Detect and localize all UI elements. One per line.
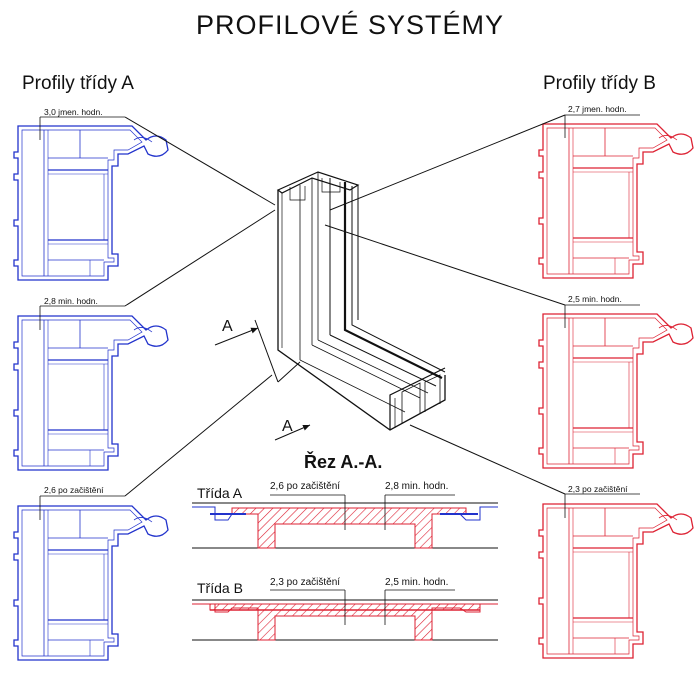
profile-class-a-1	[13, 125, 169, 281]
dimension-ticks	[39, 114, 640, 520]
cut-label-lower: A	[282, 418, 293, 435]
section-title: Řez A.-A.	[304, 452, 383, 472]
heading-class-a: Profily třídy A	[22, 73, 134, 94]
section-b-dim-right: 2,5 min. hodn.	[385, 577, 449, 588]
section-class-b-label: Třída B	[197, 580, 243, 596]
dim-label-b-3: 2,3 po začištění	[568, 484, 628, 494]
section-b-dim-left: 2,3 po začištění	[270, 577, 341, 588]
cut-arrows	[214, 319, 311, 441]
dim-label-a-2: 2,8 min. hodn.	[44, 296, 98, 306]
section-a-dim-right: 2,8 min. hodn.	[385, 481, 449, 492]
profile-class-b-3	[538, 503, 694, 659]
profile-class-b-2	[538, 313, 694, 469]
section-class-a	[192, 494, 498, 549]
profile-class-a-2	[13, 315, 169, 471]
heading-class-b: Profily třídy B	[543, 73, 656, 94]
leader-lines	[124, 114, 566, 497]
section-class-b	[192, 589, 498, 641]
dim-label-b-1: 2,7 jmen. hodn.	[568, 104, 627, 114]
page-title: PROFILOVÉ SYSTÉMY	[195, 10, 505, 40]
dim-label-a-1: 3,0 jmen. hodn.	[44, 107, 103, 117]
window-corner-3d	[276, 171, 446, 431]
cut-label-upper: A	[222, 318, 233, 335]
dim-label-b-2: 2,5 min. hodn.	[568, 294, 622, 304]
profile-class-a-3	[13, 505, 169, 661]
section-a-dim-left: 2,6 po začištění	[270, 481, 341, 492]
dim-label-a-3: 2,6 po začištění	[44, 485, 104, 495]
section-class-a-label: Třída A	[197, 485, 243, 501]
profile-class-b-1	[538, 123, 694, 279]
